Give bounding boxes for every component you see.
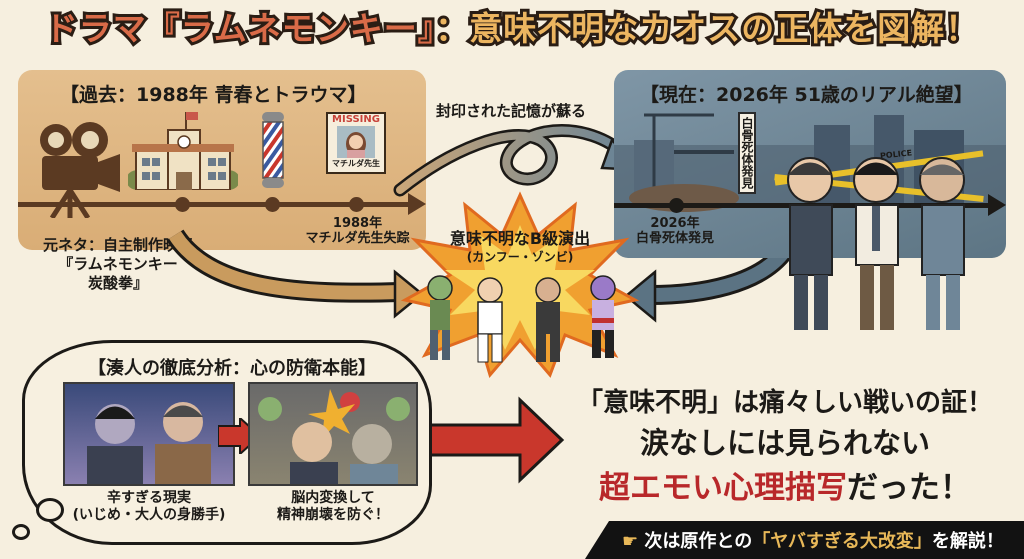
timeline-dot <box>669 198 684 213</box>
woman-portrait-icon <box>337 126 375 158</box>
analysis-heading: 【湊人の徹底分析：心の防衛本能】 <box>88 358 376 379</box>
three-middle-aged-men-illustration <box>787 157 965 330</box>
banner-suffix: を解説！ <box>931 531 1004 552</box>
title-part2: ：意味不明なカオスの正体を図解！ <box>432 6 981 51</box>
center-subtitle: (カンフー・ゾンビ) <box>466 250 574 264</box>
timeline-arrowhead-icon <box>408 193 426 215</box>
sad-men-illustration <box>87 402 211 484</box>
source-line2: 『ラムネモンキー <box>58 255 178 273</box>
karate-black-figure <box>535 277 561 362</box>
next-article-link[interactable]: ☛ 次は原作との「ヤバすぎる大改変」を解説！ <box>622 527 1004 553</box>
source-line1: 元ネタ：自主制作映画 <box>42 236 193 254</box>
past-event-year: 1988年 <box>332 216 383 231</box>
conclusion-line3-rest: だった！ <box>847 470 971 506</box>
right-caption: 脳内変換して 精神崩壊を防ぐ！ <box>248 490 418 524</box>
man-suit <box>787 157 833 330</box>
conclusion-arrow <box>428 396 565 484</box>
zombie-figure <box>427 275 453 360</box>
kungfu-zombie-fighters-illustration <box>427 275 616 363</box>
past-heading: 【過去：1988年 青春とトラウマ】 <box>60 84 367 106</box>
present-event-text: 白骨死体発見 <box>635 231 714 246</box>
conclusion-line1: 「意味不明」は痛々しい戦いの証！ <box>576 388 993 418</box>
present-event-year: 2026年 <box>650 216 700 231</box>
thought-dot-large <box>36 498 64 522</box>
man-shirt <box>853 157 899 330</box>
brain-zombies-illustration <box>258 389 410 484</box>
brain-conversion-scene <box>248 382 418 486</box>
movie-camera-icon <box>40 122 120 218</box>
explosion-burst <box>400 191 640 379</box>
left-caption: 辛すぎる現実 (いじめ・大人の身勝手) <box>63 490 235 524</box>
past-event-text: マチルダ先生失踪 <box>305 231 410 246</box>
timeline-dot <box>175 197 190 212</box>
harsh-reality-scene <box>63 382 235 486</box>
conclusion-highlight: 超エモい心理描写 <box>599 470 847 506</box>
conclusion-line2: 涙なしには見られない <box>639 426 930 460</box>
present-heading: 【現在：2026年 51歳のリアル絶望】 <box>640 84 973 106</box>
transition-label: 封印された記憶が蘇る <box>436 102 587 120</box>
barber-pole-icon <box>262 112 284 188</box>
banner-highlight: 「ヤバすぎる大改変」 <box>752 531 932 552</box>
timeline-dot <box>265 197 280 212</box>
bones-found-sign: 白骨死体発見 <box>738 112 756 194</box>
purple-zombie-figure <box>590 275 616 358</box>
karate-white-figure <box>477 277 503 363</box>
missing-name: マチルダ先生 <box>332 159 380 168</box>
past-timeline <box>18 202 414 207</box>
center-caption: 意味不明なB級演出 (カンフー・ゾンビ) <box>436 230 604 266</box>
next-article-banner[interactable] <box>585 521 1024 559</box>
man-workwear <box>919 157 965 330</box>
right-caption-line1: 脳内変換して <box>291 490 375 506</box>
present-event: 2026年 白骨死体発見 <box>630 216 720 246</box>
pointing-hand-icon: ☛ <box>622 531 639 552</box>
school-building-icon <box>128 112 238 190</box>
center-title: 意味不明なB級演出 <box>449 229 591 248</box>
past-event: 1988年 マチルダ先生失踪 <box>300 216 415 246</box>
thought-dot-small <box>12 524 30 540</box>
source-line3: 炭酸拳』 <box>87 274 148 292</box>
conclusion-line3: 超エモい心理描写だった！ <box>560 462 1010 507</box>
left-caption-line1: 辛すぎる現実 <box>107 490 191 506</box>
timeline-arrowhead-icon <box>988 194 1006 216</box>
page-title: ドラマ『ラムネモンキー』：意味不明なカオスの正体を図解！ <box>0 2 1024 51</box>
banner-prefix: 次は原作との <box>644 531 753 552</box>
left-caption-line2: (いじめ・大人の身勝手) <box>72 507 226 523</box>
timeline-dot <box>349 197 364 212</box>
right-caption-line2: 精神崩壊を防ぐ！ <box>277 507 389 523</box>
title-part1: ドラマ『ラムネモンキー』 <box>42 6 438 51</box>
source-note: 元ネタ：自主制作映画 『ラムネモンキー 炭酸拳』 <box>28 236 208 293</box>
missing-poster: MISSING マチルダ先生 <box>326 112 386 174</box>
missing-label: MISSING <box>332 114 380 125</box>
